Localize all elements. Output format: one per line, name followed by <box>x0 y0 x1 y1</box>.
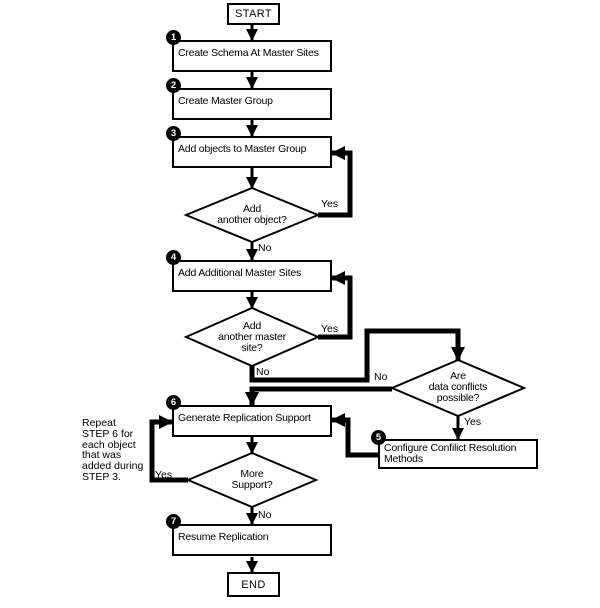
decision-data-conflicts-possible-label: Are data conflicts possible? <box>428 369 488 404</box>
decision-3-no-label: No <box>374 371 388 383</box>
decision-add-another-master-site-diamond <box>183 306 321 368</box>
step-6-badge: 6 <box>166 395 181 410</box>
connector-decision2-no-to-decision3 <box>249 328 465 383</box>
decision-3-yes-label: Yes <box>464 416 482 428</box>
start-node: START <box>227 3 280 25</box>
decision-4-no-label: No <box>258 509 272 521</box>
note-repeat-step-6: Repeat STEP 6 for each object that was a… <box>82 417 144 483</box>
step-4-badge: 4 <box>166 250 181 265</box>
step-3-badge: 3 <box>166 126 181 141</box>
decision-2-yes-label: Yes <box>321 323 339 335</box>
decision-4-yes-label: Yes <box>155 469 173 481</box>
decision-more-support-label: More Support? <box>231 468 273 491</box>
connector-decision4-yes-loop <box>149 415 188 483</box>
step-3-add-objects-box: Add objects to Master Group <box>172 136 332 168</box>
step-2-badge: 2 <box>166 78 181 93</box>
step-1-create-schema-box: Create Schema At Master Sites <box>172 40 332 72</box>
decision-add-another-object-diamond <box>183 186 321 244</box>
step-7-badge: 7 <box>166 514 181 529</box>
decision-1-no-label: No <box>258 242 272 254</box>
connector-decision2-yes-loop <box>318 271 353 340</box>
connector-decision3-no-to-step6 <box>245 386 392 406</box>
step-4-add-master-sites-box: Add Additional Master Sites <box>172 260 332 292</box>
decision-2-no-label: No <box>256 366 270 378</box>
step-5-badge: 5 <box>371 430 386 445</box>
step-7-resume-replication-box: Resume Replication <box>172 524 332 556</box>
connector-decision1-yes-loop <box>318 146 353 218</box>
decision-more-support-diamond <box>185 451 319 509</box>
end-node: END <box>227 572 280 597</box>
step-5-configure-conflict-resolution-box: Configure Confilict Resolution Methods <box>378 439 538 469</box>
step-2-create-master-group-box: Create Master Group <box>172 88 332 120</box>
connector-step5-to-step6 <box>331 413 378 458</box>
step-6-generate-replication-support-box: Generate Replication Support <box>172 405 332 437</box>
step-1-badge: 1 <box>166 30 181 45</box>
decision-data-conflicts-possible-diamond <box>389 358 527 418</box>
decision-1-yes-label: Yes <box>321 198 339 210</box>
decision-add-another-object-label: Add another object? <box>217 203 287 226</box>
decision-add-another-master-site-label: Add another master site? <box>218 319 286 354</box>
